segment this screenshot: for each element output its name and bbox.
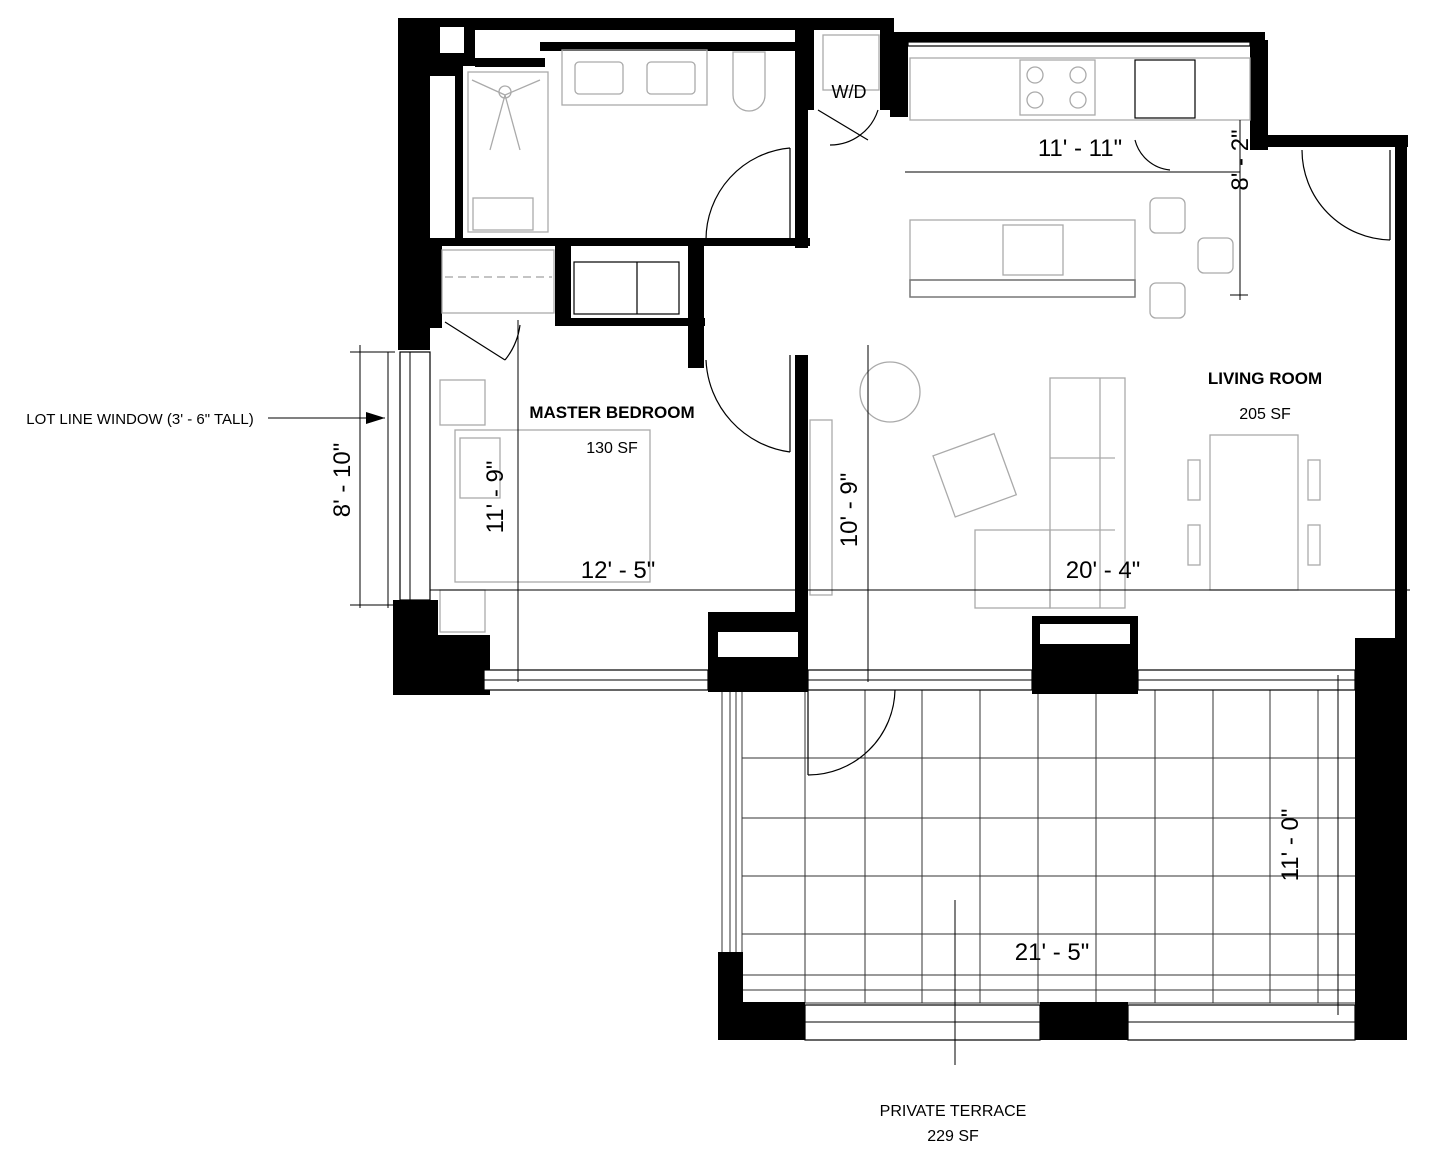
- chaise: [974, 529, 1051, 609]
- dining-table: [1209, 434, 1299, 591]
- toilet: [732, 51, 766, 112]
- kitchen-counter: [909, 57, 1251, 121]
- master-bedroom-area: 130 SF: [586, 440, 638, 457]
- media-console: [809, 419, 833, 596]
- sofa: [1049, 377, 1126, 609]
- windows: [387, 41, 1356, 1041]
- lot-line-window-note: LOT LINE WINDOW (3' - 6" TALL): [26, 411, 253, 428]
- ottoman: [932, 432, 1018, 518]
- dimension-lines: [268, 120, 1410, 1065]
- dim-kitchen-depth: 8' - 2": [1227, 129, 1254, 190]
- kitchen-island: [909, 219, 1136, 281]
- dim-terrace-depth: 11' - 0": [1277, 809, 1304, 882]
- living-room-area: 205 SF: [1239, 406, 1291, 423]
- bar-stool: [1197, 237, 1234, 274]
- dim-window-width: 8' - 10": [329, 443, 356, 517]
- island-sink: [1002, 224, 1064, 276]
- washer-dryer: [822, 34, 880, 91]
- terrace-label: PRIVATE TERRACE: [880, 1103, 1027, 1120]
- laundry-unit: [573, 261, 680, 315]
- dim-terrace-width: 21' - 5": [1015, 939, 1089, 966]
- dim-living-width: 20' - 4": [1066, 557, 1140, 584]
- wd-label: W/D: [832, 82, 867, 102]
- walls: [393, 18, 1408, 1040]
- armchair: [859, 361, 921, 423]
- arrow-head-icon: [366, 412, 385, 424]
- doors: [444, 109, 1391, 776]
- shower: [467, 71, 549, 233]
- refrigerator: [1134, 59, 1196, 119]
- dim-bedroom-depth: 11' - 9": [482, 461, 509, 534]
- dim-living-depth: 10' - 9": [836, 473, 863, 547]
- sink: [574, 61, 624, 95]
- dim-bedroom-width: 12' - 5": [581, 557, 655, 584]
- bar-stool: [1149, 197, 1186, 234]
- lot-line-window: [399, 351, 431, 601]
- living-room-label: LIVING ROOM: [1208, 369, 1322, 388]
- terrace-area: 229 SF: [927, 1128, 979, 1145]
- vanity: [561, 49, 708, 106]
- closet-rods: [441, 249, 555, 314]
- sink: [646, 61, 696, 95]
- bar-stool: [1149, 282, 1186, 319]
- nightstand: [439, 589, 486, 633]
- labels: LIVING ROOM 205 SF MASTER BEDROOM 130 SF…: [26, 82, 1322, 1145]
- nightstand: [439, 379, 486, 426]
- dim-kitchen-width: 11' - 11": [1038, 135, 1122, 162]
- furniture: [439, 34, 1321, 633]
- master-bedroom-label: MASTER BEDROOM: [529, 403, 694, 422]
- range: [1019, 59, 1096, 116]
- bed: [454, 429, 651, 583]
